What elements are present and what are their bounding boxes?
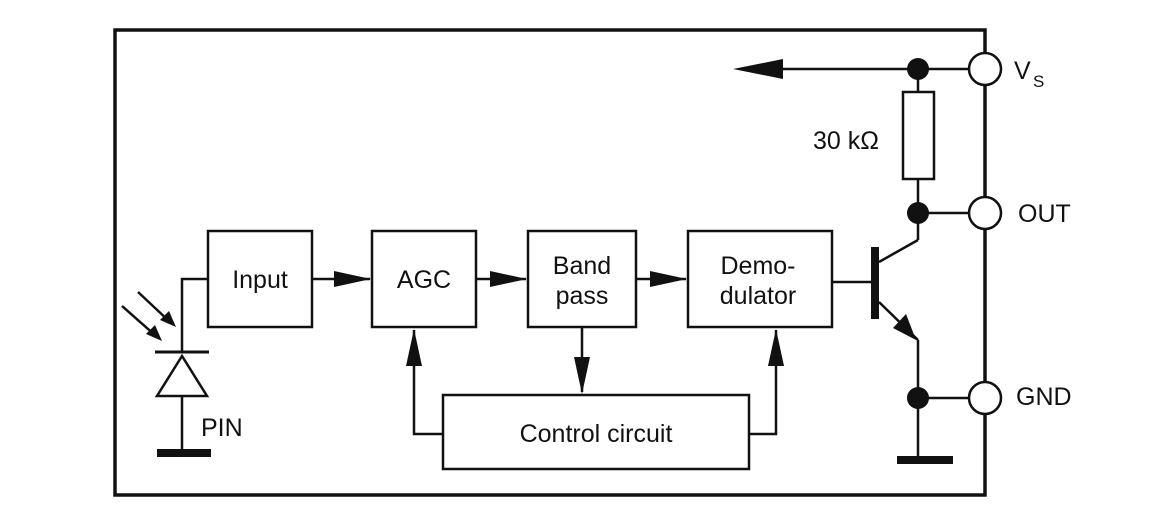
wire-control-to-demod <box>749 330 778 436</box>
bandpass-label-line2: pass <box>556 282 609 310</box>
transistor-collector <box>878 238 919 264</box>
agc-label: AGC <box>397 266 451 294</box>
arrowhead-demod <box>650 271 687 287</box>
arrowhead-demod-feedback <box>768 329 784 366</box>
demodulator-label-line2: dulator <box>720 282 796 310</box>
agc-block <box>370 229 478 329</box>
terminal-gnd <box>967 380 1003 416</box>
vs-subscript: S <box>1033 72 1044 91</box>
control-circuit-block <box>441 393 751 471</box>
arrowhead-agc-feedback <box>406 329 422 366</box>
pin-label: PIN <box>201 414 243 442</box>
gnd-label: GND <box>1016 383 1072 411</box>
arrowhead-control <box>574 357 590 394</box>
terminal-vs <box>967 51 1003 87</box>
diode-triangle <box>154 353 210 398</box>
supply-arrowhead <box>733 59 783 79</box>
demodulator-block <box>686 229 834 329</box>
resistor-label: 30 kΩ <box>813 127 879 155</box>
bandpass-label-line1: Band <box>553 252 611 280</box>
outer-frame <box>113 28 987 497</box>
junction-vs <box>907 58 929 80</box>
demodulator-label-line1: Demo- <box>720 252 795 280</box>
resistor <box>901 90 936 181</box>
arrowhead-bandpass <box>490 271 527 287</box>
wire-control-to-agc <box>412 330 443 436</box>
internal-ground-bar <box>897 456 953 464</box>
light-ray-2-head <box>160 311 176 327</box>
light-ray-1-head <box>146 325 162 341</box>
transistor-emitter-arrow <box>893 314 916 340</box>
input-block <box>206 229 314 329</box>
junction-gnd <box>907 387 929 409</box>
out-label: OUT <box>1018 200 1071 228</box>
vs-label: V <box>1014 57 1031 85</box>
terminal-out <box>967 195 1003 231</box>
arrowhead-agc <box>334 271 371 287</box>
wire-input-to-diode <box>180 277 208 352</box>
diode-ground-bar <box>157 449 211 457</box>
junction-out <box>907 202 929 224</box>
transistor-base-bar <box>871 247 879 319</box>
control-circuit-label: Control circuit <box>520 420 673 448</box>
input-label: Input <box>232 266 288 294</box>
